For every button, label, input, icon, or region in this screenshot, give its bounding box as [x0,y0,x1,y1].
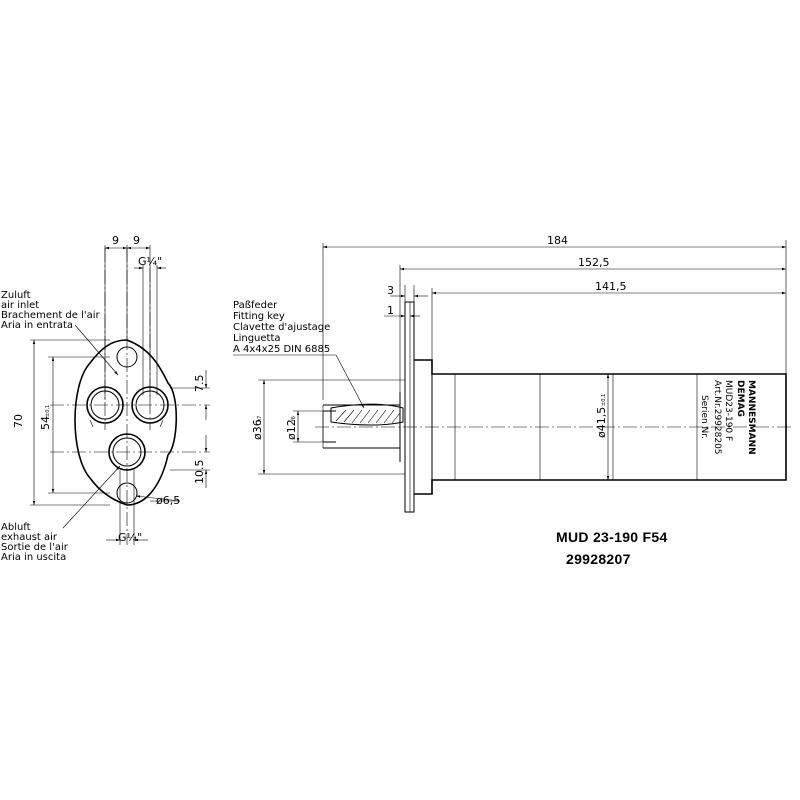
dim-hole-dia: ø6,5 [156,494,180,507]
inlet-label: Zuluft air inlet Brachement de l'air Ari… [1,290,119,376]
dim-body-dia: ø41,5 [595,407,608,438]
dim-offset-upper: 7.5 [193,375,206,393]
svg-text:Brachement de l'air: Brachement de l'air [1,310,101,321]
svg-text:Linguetta: Linguetta [233,333,281,344]
svg-text:air inlet: air inlet [1,300,39,311]
motor-housing [414,359,787,495]
side-view: 184 152,5 141,5 3 1 ø36 h7 ø12 f6 ø41,5 … [233,234,792,513]
svg-text:Aria in uscita: Aria in uscita [1,552,66,563]
svg-text:Sortie de l'air: Sortie de l'air [1,542,69,553]
key-label: Paßfeder Fitting key Clavette d'ajustage… [233,300,365,409]
svg-text:Paßfeder: Paßfeder [233,300,278,311]
dim-port-top: G¼" [138,255,162,268]
dim-shaft-dia-fit: h7 [257,416,263,422]
dim-inner-dia-fit: f6 [291,416,297,421]
dim-port-bottom: G¼" [118,531,142,544]
dim-inner-dia: ø12 [285,419,298,440]
mounting-flange [404,301,415,513]
fitting-key [330,403,404,426]
svg-text:Art.Nr.29928205: Art.Nr.29928205 [712,380,722,455]
svg-text:A 4x4x25 DIN 6885: A 4x4x25 DIN 6885 [233,344,330,355]
svg-text:Aria in entrata: Aria in entrata [1,320,73,331]
dim-shaft-step: 1 [387,304,394,317]
dim-offset-lower: 10.5 [193,460,206,485]
svg-text:Abluft: Abluft [1,522,31,533]
dim-height-total: 70 [12,414,25,428]
dim-length-total: 184 [547,234,568,247]
article-number: 29928207 [566,551,631,567]
flange-view: 9 9 G¼" G¼" 70 54 ±0,1 7.5 10.5 [1,234,210,563]
svg-text:MUD23-190 F: MUD23-190 F [723,380,733,441]
svg-text:Fitting key: Fitting key [233,311,285,322]
dim-shaft-dia: ø36 [251,419,264,440]
svg-text:MANNESMANN: MANNESMANN [746,380,756,455]
part-number: MUD 23-190 F54 [556,529,668,545]
svg-text:Clavette d'ajustage: Clavette d'ajustage [233,322,330,333]
dim-length-housing: 141,5 [595,280,627,293]
svg-text:Serien Nr.: Serien Nr. [699,395,709,439]
svg-text:exhaust air: exhaust air [1,532,58,543]
dim-spacing-left: 9 [112,234,119,247]
dim-port-spacing: 54 [39,416,52,430]
dim-port-spacing-tol: ±0,1 [45,405,51,417]
dim-body-dia-tol: ±0,1 [601,394,607,406]
dim-flange-thickness: 3 [387,284,394,297]
dim-length-body: 152,5 [578,256,610,269]
svg-text:Zuluft: Zuluft [1,290,31,301]
exhaust-label: Abluft exhaust air Sortie de l'air Aria … [1,465,121,563]
nameplate: MANNESMANN DEMAG MUD23-190 F Art.Nr.2992… [699,380,756,455]
dim-spacing-right: 9 [133,234,140,247]
flange-outline [74,339,178,506]
svg-text:DEMAG: DEMAG [735,380,745,417]
